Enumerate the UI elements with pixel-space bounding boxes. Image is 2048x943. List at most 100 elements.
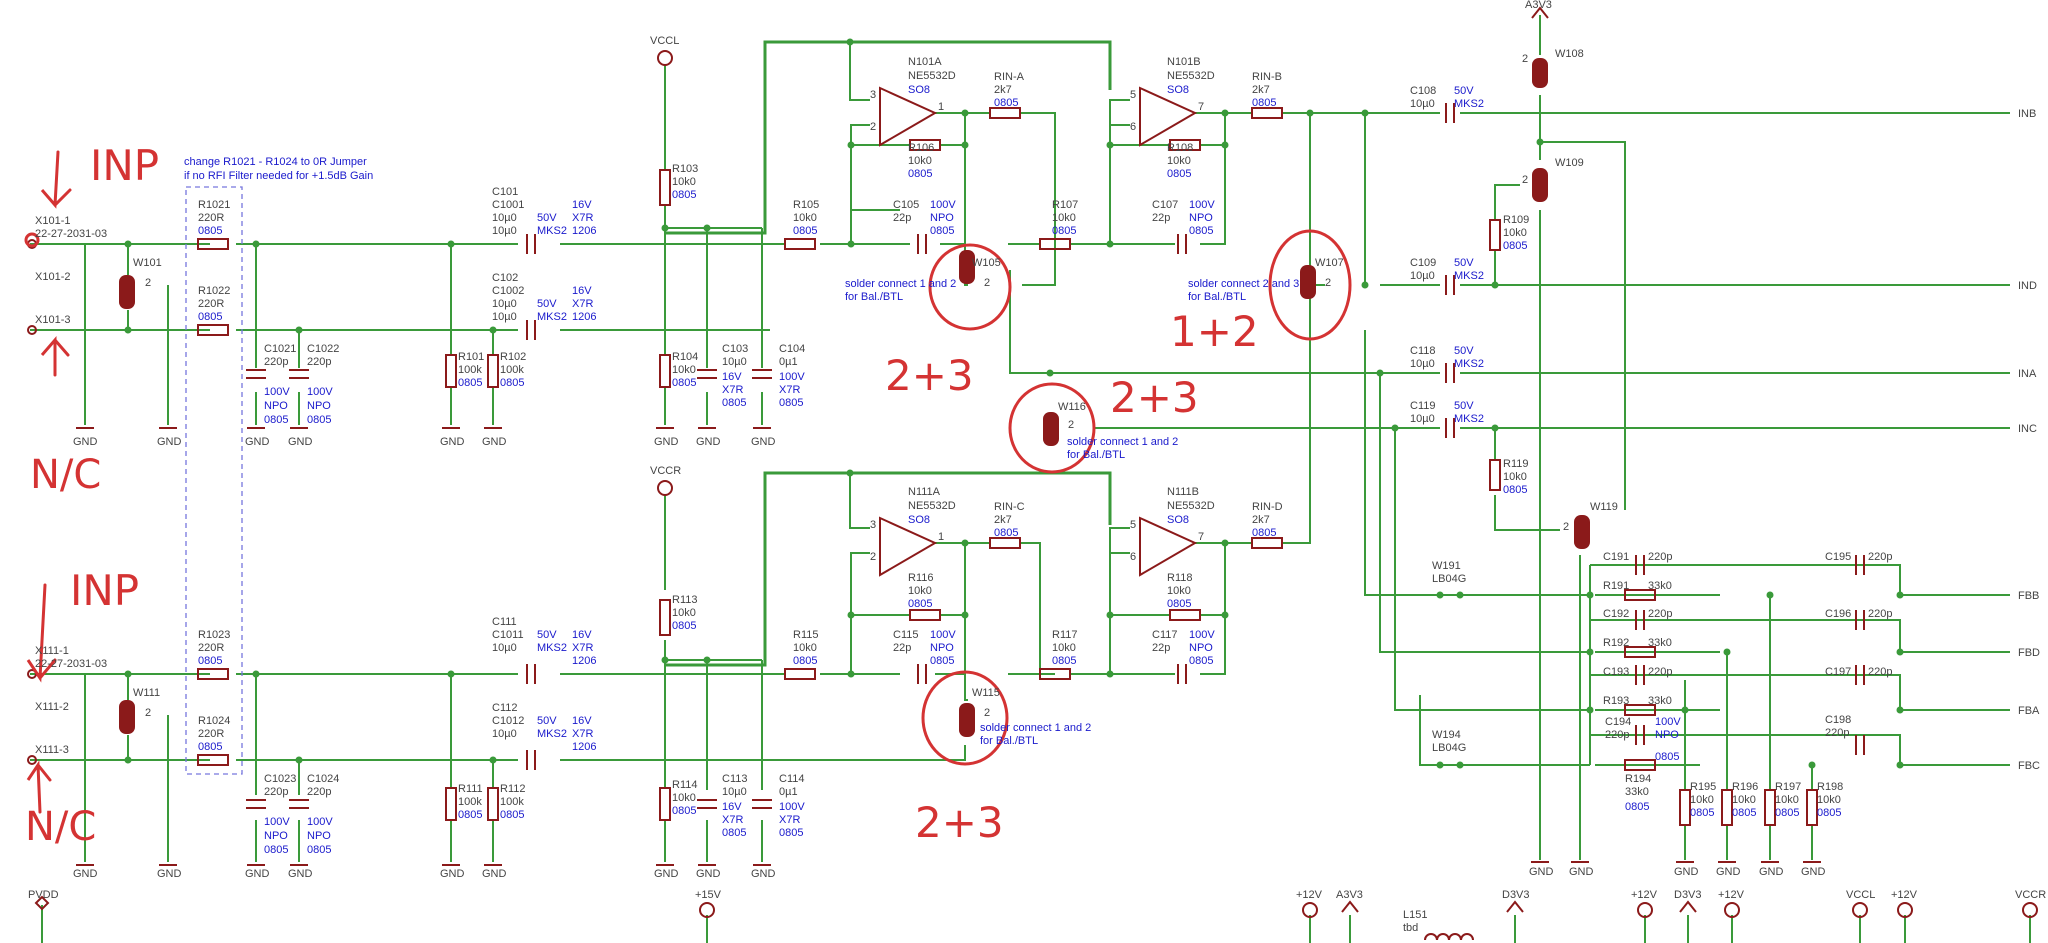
r198-ref: R198 [1817, 781, 1843, 793]
c111-ref: C111 [492, 616, 517, 628]
n111b-ref: N111B [1167, 486, 1199, 498]
n101a-ref: N101A [908, 56, 942, 68]
solder-w115-1: solder connect 1 and 2 [980, 722, 1091, 734]
c194-p: 0805 [1655, 751, 1679, 763]
r192-val: 33k0 [1648, 637, 1672, 649]
c112-val: 10µ0 [492, 728, 517, 740]
r108-val: 10k0 [1167, 155, 1191, 167]
r195-val: 10k0 [1690, 794, 1714, 806]
x111-1-part: 22-27-2031-03 [35, 658, 107, 670]
r115-ref: R115 [793, 629, 818, 641]
r1021-ref: R1021 [198, 199, 230, 211]
c113-ref: C113 [722, 773, 747, 785]
r116-ref: R116 [908, 572, 933, 584]
handwritten-w105: 2+3 [885, 351, 974, 400]
c114-r: 100V [779, 801, 805, 813]
c113-p: 0805 [722, 827, 746, 839]
c117-d: NPO [1189, 642, 1213, 654]
out-fbc: FBC [2018, 760, 2040, 772]
pin-number: 5 [1130, 89, 1136, 101]
c101-ref2: C1001 [492, 199, 524, 211]
handwritten-inp-top: INP [90, 141, 159, 190]
c112-ref2: C1012 [492, 715, 524, 727]
gnd-label: GND [1801, 866, 1826, 878]
gnd-label: GND [1759, 866, 1784, 878]
r112-ref: R112 [500, 783, 525, 795]
c112-p: 1206 [572, 741, 596, 753]
net-d3v3-a: D3V3 [1502, 889, 1530, 901]
c102-val: 10µ0 [492, 298, 517, 310]
c192-ref: C192 [1603, 608, 1629, 620]
r113-ref: R113 [672, 594, 697, 606]
junctions [124, 38, 1904, 769]
c115-val: 22p [893, 642, 911, 654]
c1023-v: 100V [264, 816, 290, 828]
rinc-val: 2k7 [994, 514, 1012, 526]
c1023-val: 220p [264, 786, 288, 798]
w194-ref: W194 [1432, 729, 1461, 741]
r104-val: 10k0 [672, 364, 696, 376]
pin-number: 6 [1130, 551, 1136, 563]
r114-val: 10k0 [672, 792, 696, 804]
r108-p: 0805 [1167, 168, 1191, 180]
c103-r: 16V [722, 371, 742, 383]
gnd-label: GND [1674, 866, 1699, 878]
gnd-label: GND [1716, 866, 1741, 878]
c104-val: 0µ1 [779, 356, 798, 368]
c111-ref2: C1011 [492, 629, 524, 641]
pin-number: 3 [870, 519, 876, 531]
r107-p: 0805 [1052, 225, 1076, 237]
r1021-val: 220R [198, 212, 224, 224]
net-12v-c: +12V [1718, 889, 1745, 901]
pin-number: 2 [1068, 419, 1074, 431]
x111-3: X111-3 [35, 744, 69, 756]
gnd-label: GND [440, 868, 465, 880]
c115-ref: C115 [893, 629, 918, 641]
r111-val: 100k [458, 796, 482, 808]
r101-val: 100k [458, 364, 482, 376]
n101b-part: NE5532D [1167, 70, 1215, 82]
rinb-p: 0805 [1252, 97, 1276, 109]
x101-1: X101-1 [35, 215, 70, 227]
out-fba: FBA [2018, 705, 2040, 717]
pin-number: 7 [1198, 101, 1204, 113]
w115-ref: W115 [972, 687, 1000, 699]
c105-val: 22p [893, 212, 911, 224]
r197-val: 10k0 [1775, 794, 1799, 806]
n101b-ref: N101B [1167, 56, 1201, 68]
components [27, 6, 2038, 941]
pin-number: 6 [1130, 121, 1136, 133]
r192-ref: R192 [1603, 637, 1629, 649]
n101a-part: NE5532D [908, 70, 956, 82]
r102-p: 0805 [500, 377, 524, 389]
c114-ref: C114 [779, 773, 804, 785]
c101-val: 10µ0 [492, 212, 517, 224]
net-vccr: VCCR [650, 465, 681, 477]
c102-t2: X7R [572, 298, 593, 310]
pin-number: 2 [145, 707, 151, 719]
c111-val: 10µ0 [492, 642, 517, 654]
c111-t: MKS2 [537, 642, 567, 654]
r107-ref: R107 [1052, 199, 1078, 211]
net-a3v3-b: A3V3 [1336, 889, 1363, 901]
solder-w116-2: for Bal./BTL [1067, 449, 1125, 461]
note-line1: change R1021 - R1024 to 0R Jumper [184, 156, 367, 168]
c1023-p: 0805 [264, 844, 288, 856]
r119-p: 0805 [1503, 484, 1527, 496]
r194-ref: R194 [1625, 773, 1651, 785]
c102-r: 50V [537, 298, 557, 310]
r104-p: 0805 [672, 377, 696, 389]
x101-2: X101-2 [35, 271, 70, 283]
c118-ref: C118 [1410, 345, 1435, 357]
rinc-ref: RIN-C [994, 501, 1025, 513]
c112-ref: C112 [492, 702, 517, 714]
c194-val: 220p [1605, 729, 1629, 741]
c194-r: 100V [1655, 716, 1681, 728]
r102-ref: R102 [500, 351, 526, 363]
w111-ref: W111 [133, 687, 160, 699]
r115-val: 10k0 [793, 642, 817, 654]
c118-val: 10µ0 [1410, 358, 1435, 370]
c1022-val: 220p [307, 356, 331, 368]
c109-t: MKS2 [1454, 270, 1484, 282]
w109-ref: W109 [1555, 157, 1584, 169]
